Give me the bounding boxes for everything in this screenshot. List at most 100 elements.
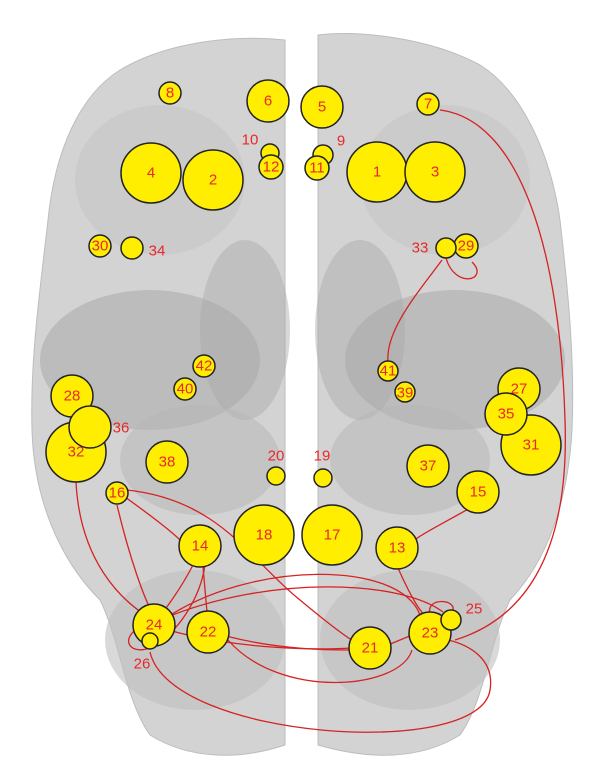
node-circle-19 (313, 468, 333, 488)
node-14: 14 (178, 524, 222, 568)
node-circle-22 (186, 610, 230, 654)
node-3: 3 (404, 141, 466, 203)
node-label-4: 4 (147, 165, 155, 182)
node-label-9: 9 (337, 133, 345, 150)
node-circle-3 (404, 141, 466, 203)
node-label-41: 41 (380, 363, 397, 380)
node-circle-6 (246, 79, 290, 123)
node-label-35: 35 (498, 406, 515, 423)
node-label-3: 3 (431, 164, 439, 181)
node-label-36: 36 (113, 420, 130, 437)
node-label-10: 10 (242, 132, 259, 149)
node-label-15: 15 (470, 484, 487, 501)
node-label-13: 13 (389, 540, 406, 557)
node-circle-11 (304, 155, 330, 181)
node-label-5: 5 (318, 99, 326, 116)
node-circle-13 (375, 526, 419, 570)
node-label-20: 20 (268, 448, 285, 465)
node-circle-42 (192, 354, 216, 378)
node-label-38: 38 (159, 454, 176, 471)
node-circle-12 (258, 154, 284, 180)
node-circle-36 (68, 405, 112, 449)
node-label-7: 7 (424, 96, 432, 113)
node-30: 30 (88, 234, 112, 258)
node-label-40: 40 (177, 381, 194, 398)
node-circle-35 (484, 392, 528, 436)
node-circle-40 (173, 377, 197, 401)
node-label-31: 31 (523, 437, 540, 454)
node-label-17: 17 (324, 527, 341, 544)
node-25: 25 (440, 601, 483, 631)
node-35: 35 (484, 392, 528, 436)
node-label-16: 16 (109, 485, 126, 502)
node-42: 42 (192, 354, 216, 378)
edge-24-25 (164, 586, 444, 619)
node-5: 5 (300, 85, 344, 129)
node-label-12: 12 (263, 159, 280, 176)
node-18: 18 (233, 504, 295, 566)
edge-22-21 (225, 635, 351, 651)
node-circle-33 (435, 237, 457, 259)
node-label-27: 27 (511, 381, 528, 398)
edge-16-21 (126, 489, 361, 646)
node-29: 29 (453, 233, 479, 259)
node-11: 11 (304, 155, 330, 181)
node-label-19: 19 (314, 448, 331, 465)
node-circle-7 (416, 92, 440, 116)
node-label-8: 8 (166, 85, 174, 102)
node-15: 15 (456, 470, 500, 514)
node-circle-2 (182, 149, 244, 211)
node-33: 33 (412, 237, 457, 259)
node-circle-16 (105, 481, 129, 505)
node-label-1: 1 (373, 164, 381, 181)
edge-24-23 (162, 573, 421, 621)
node-6: 6 (246, 79, 290, 123)
node-label-11: 11 (309, 160, 325, 177)
node-34: 34 (120, 236, 166, 260)
node-label-33: 33 (412, 240, 429, 257)
node-circle-4 (120, 142, 182, 204)
node-circle-18 (233, 504, 295, 566)
node-17: 17 (301, 504, 363, 566)
node-circle-14 (178, 524, 222, 568)
node-label-21: 21 (362, 640, 379, 657)
node-39: 39 (394, 381, 416, 403)
edge-7-23 (439, 109, 566, 641)
node-label-6: 6 (264, 93, 272, 110)
node-circle-8 (158, 81, 182, 105)
node-label-14: 14 (192, 538, 209, 555)
node-4: 4 (120, 142, 182, 204)
node-circle-34 (120, 236, 144, 260)
edge-16-14 (124, 496, 181, 541)
node-label-26: 26 (134, 656, 151, 673)
node-circle-5 (300, 85, 344, 129)
node-circle-15 (456, 470, 500, 514)
node-21: 21 (348, 626, 392, 670)
node-37: 37 (406, 444, 450, 488)
node-2: 2 (182, 149, 244, 211)
node-16: 16 (105, 481, 129, 505)
edge-33-41 (387, 259, 443, 363)
node-7: 7 (416, 92, 440, 116)
node-circle-26 (141, 632, 159, 650)
node-22: 22 (186, 610, 230, 654)
node-19: 19 (313, 448, 333, 488)
node-12: 12 (258, 154, 284, 180)
node-circle-17 (301, 504, 363, 566)
node-circle-30 (88, 234, 112, 258)
brain-background (31, 30, 574, 760)
node-circle-41 (377, 360, 399, 382)
node-circle-38 (145, 440, 189, 484)
node-circle-25 (440, 609, 462, 631)
node-label-32: 32 (68, 444, 85, 461)
node-label-22: 22 (200, 624, 217, 641)
node-40: 40 (173, 377, 197, 401)
node-label-25: 25 (466, 601, 483, 618)
node-label-34: 34 (149, 243, 166, 260)
node-20: 20 (266, 448, 286, 486)
node-label-2: 2 (209, 172, 217, 189)
node-label-23: 23 (422, 625, 439, 642)
node-circle-20 (266, 466, 286, 486)
node-13: 13 (375, 526, 419, 570)
